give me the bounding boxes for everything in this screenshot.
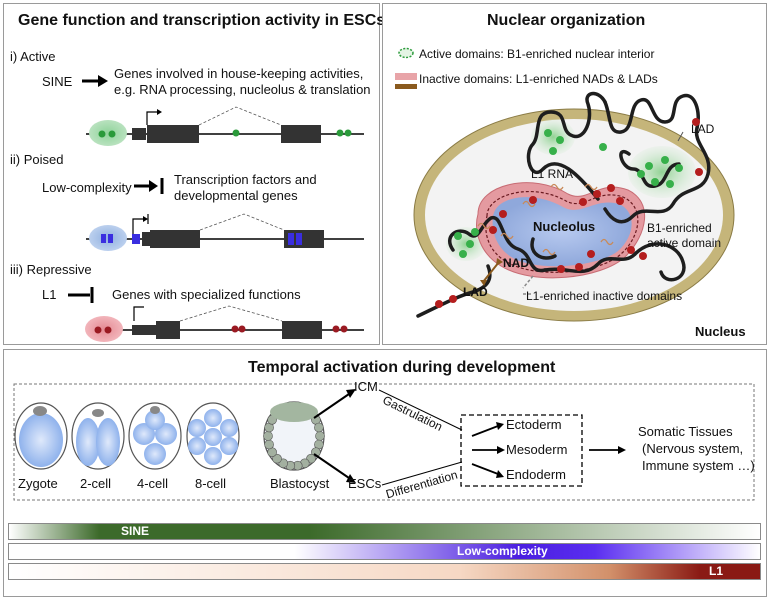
somatic-tissues-line1: Somatic Tissues xyxy=(638,424,733,439)
poised-desc-line1: Transcription factors and xyxy=(174,172,317,187)
eight-cell-icon xyxy=(186,402,240,470)
low-complexity-activity-bar: Low-complexity xyxy=(8,543,761,560)
nucleolus-label: Nucleolus xyxy=(533,219,596,234)
repressive-desc: Genes with specialized functions xyxy=(112,287,301,302)
lad-bottom-label: LAD xyxy=(463,285,488,299)
germ-layer-box xyxy=(460,414,583,487)
active-desc-line1: Genes involved in house-keeping activiti… xyxy=(114,66,364,81)
stage-zygote: Zygote xyxy=(18,476,58,491)
somatic-tissues-line3: Immune system …) xyxy=(642,458,755,473)
blastocyst-cell xyxy=(264,439,274,450)
zygote-icon xyxy=(14,402,68,470)
active-label: i) Active xyxy=(10,49,56,64)
four-cell-icon xyxy=(128,402,182,470)
l1-rna-label: L1 RNA xyxy=(531,167,574,181)
nucleus-label: Nucleus xyxy=(695,324,746,339)
repressive-chromatin-domain xyxy=(85,316,123,342)
b1-domain-label-line2: active domain xyxy=(647,236,722,250)
poised-label: ii) Poised xyxy=(10,152,64,167)
l1-inactive-label: L1-enriched inactive domains xyxy=(526,289,683,303)
legend-inactive-text: Inactive domains: L1-enriched NADs & LAD… xyxy=(419,72,658,86)
legend-inactive-icon xyxy=(395,73,417,89)
stage-4-cell: 4-cell xyxy=(137,476,169,491)
l1-bar-label: L1 xyxy=(709,564,724,578)
poised-inhibit-arrow-icon xyxy=(134,178,164,194)
sine-bar-label: SINE xyxy=(121,524,150,538)
mesoderm-label: Mesoderm xyxy=(506,442,568,457)
stage-blastocyst: Blastocyst xyxy=(270,476,330,491)
lad-top-label: LAD xyxy=(691,122,715,136)
ectoderm-label: Ectoderm xyxy=(506,417,562,432)
l1-element-label: L1 xyxy=(42,287,57,302)
development-frame xyxy=(13,383,755,501)
legend-active-icon xyxy=(398,47,414,59)
sine-activity-bar: SINE xyxy=(8,523,761,540)
repressive-label: iii) Repressive xyxy=(10,262,92,277)
endoderm-label: Endoderm xyxy=(506,467,566,482)
gene-panel-title: Gene function and transcription activity… xyxy=(18,12,386,29)
blastocyst-cell xyxy=(311,447,321,457)
active-chromatin-domain xyxy=(89,120,127,146)
active-desc-line2: e.g. RNA processing, nucleolus & transla… xyxy=(114,82,371,97)
gene-function-panel: Gene function and transcription activity… xyxy=(3,3,385,345)
two-cell-icon xyxy=(71,402,125,470)
poised-desc-line2: developmental genes xyxy=(174,188,298,203)
low-complexity-element-label: Low-complexity xyxy=(42,180,132,195)
stage-2-cell: 2-cell xyxy=(80,476,112,491)
b1-domain-label-line1: B1-enriched xyxy=(647,221,712,235)
blastocyst-icon xyxy=(263,401,325,471)
stage-8-cell: 8-cell xyxy=(195,476,227,491)
blastocyst-cell xyxy=(263,431,273,441)
nuclear-panel-title: Nuclear organization xyxy=(487,12,646,29)
blastocyst-cell xyxy=(272,453,282,464)
development-diagram xyxy=(13,383,755,501)
escs-label: ESCs xyxy=(348,476,382,491)
nucleus-diagram xyxy=(395,47,735,322)
blastocyst-cell xyxy=(315,431,325,441)
nuclear-organization-panel: Nuclear organization xyxy=(382,3,767,345)
low-complexity-bar-label: Low-complexity xyxy=(457,544,548,558)
somatic-tissues-line2: (Nervous system, xyxy=(642,441,744,456)
active-gene-track xyxy=(86,106,364,146)
legend-active-text: Active domains: B1-enriched nuclear inte… xyxy=(419,47,655,61)
blastocyst-cell xyxy=(314,422,324,433)
temporal-panel-title: Temporal activation during development xyxy=(248,359,556,376)
repressive-inhibit-icon xyxy=(68,287,94,303)
icm-label: ICM xyxy=(354,379,378,394)
nad-label: NAD xyxy=(503,256,529,270)
activation-arrow-icon xyxy=(82,75,108,87)
sine-element-label: SINE xyxy=(42,74,73,89)
repressive-gene-track xyxy=(85,305,364,342)
poised-gene-track xyxy=(86,213,364,251)
nucleolus xyxy=(492,197,632,267)
gene-schematics xyxy=(68,75,364,342)
l1-activity-bar: L1 xyxy=(8,563,761,580)
